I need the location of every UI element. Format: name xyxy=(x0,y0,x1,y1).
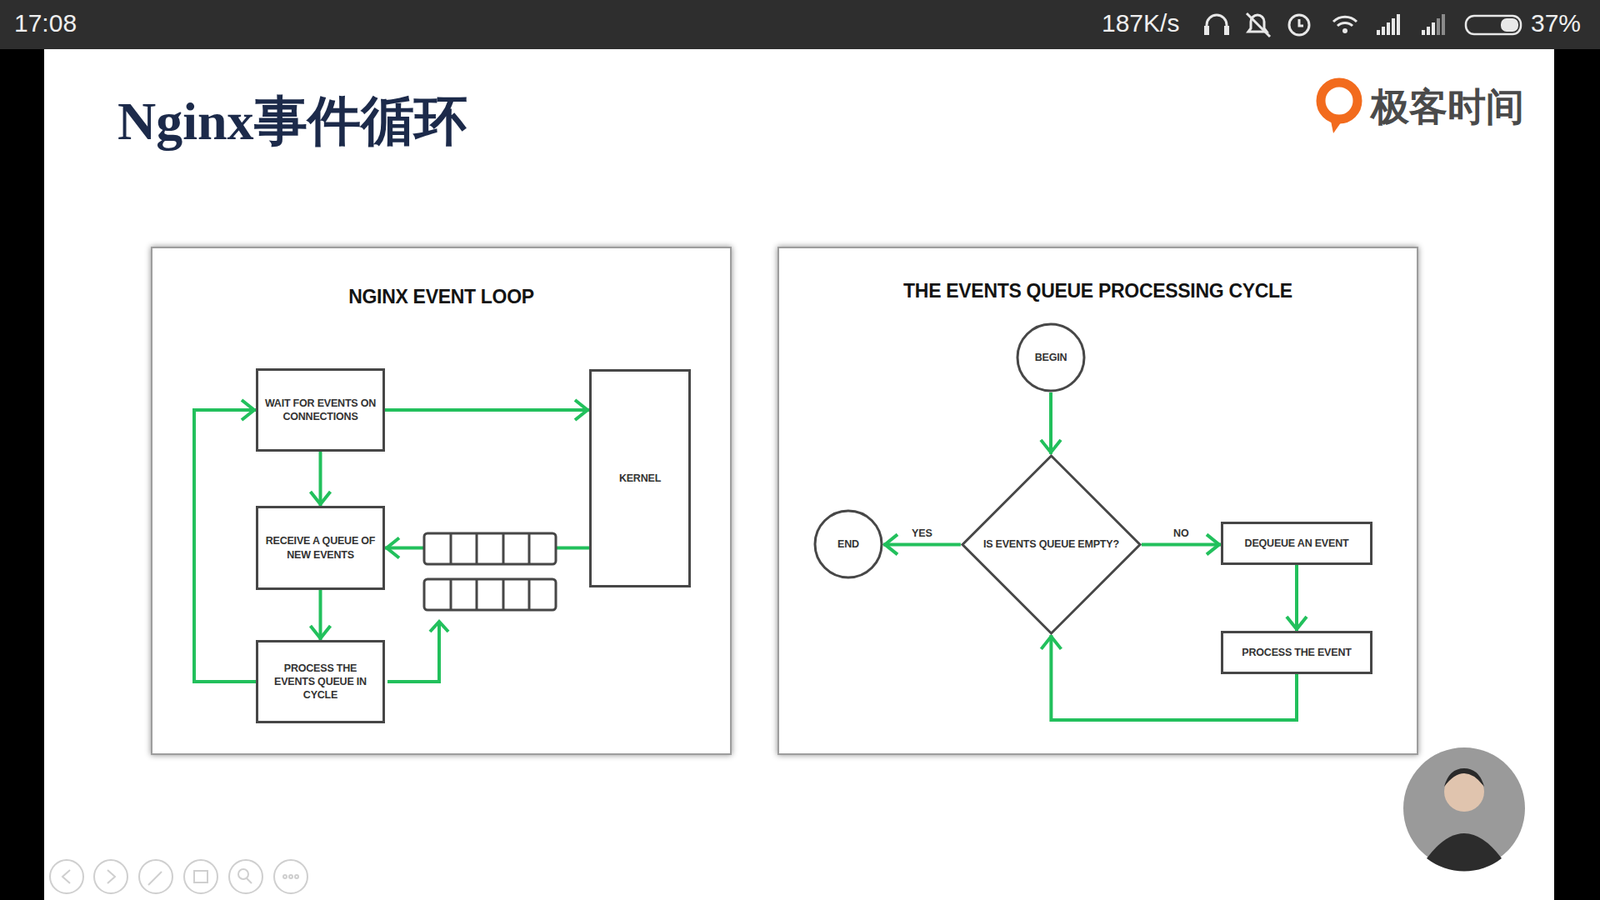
arrow-head xyxy=(1040,440,1061,453)
process-box: DEQUEUE AN EVENT xyxy=(1220,521,1373,565)
edge-label: NO xyxy=(1170,527,1192,540)
status-battery: 37% xyxy=(1530,9,1581,38)
slide-title-text: Nginx事件循环 xyxy=(117,91,468,151)
node-text-wrap: PROCESS THE EVENT xyxy=(1241,645,1351,660)
status-bar xyxy=(0,0,1600,50)
flow-line xyxy=(1049,392,1053,455)
flow-arrow xyxy=(1286,565,1307,631)
node-label: KERNEL xyxy=(619,471,661,485)
node-label: PROCESS THE EVENT xyxy=(1241,645,1351,660)
panel-title: NGINX EVENT LOOP xyxy=(152,285,730,309)
circle-border xyxy=(1017,324,1085,391)
flow-line xyxy=(1141,542,1221,546)
flow-line xyxy=(385,408,590,412)
node-label: BEGIN xyxy=(1035,350,1068,365)
logo-icon xyxy=(1320,82,1358,134)
status-time: 17:08 xyxy=(14,9,77,38)
flow-arrow xyxy=(310,451,331,506)
presenter-avatar xyxy=(1403,747,1525,872)
flow-line xyxy=(319,451,323,506)
flow-arrow xyxy=(194,400,256,682)
flow-arrow xyxy=(385,400,590,420)
process-box: PROCESS THE EVENT xyxy=(1220,630,1373,675)
node-text-wrap: KERNEL xyxy=(619,471,661,485)
enqueue-arrow xyxy=(387,621,449,682)
flow-arrow xyxy=(310,590,331,640)
flow-line xyxy=(1050,635,1297,720)
loop-panel: NGINX EVENT LOOP WAIT FOR EVENTS ON CONNE… xyxy=(150,246,732,755)
node-label: DEQUEUE AN EVENT xyxy=(1245,536,1350,550)
node-text-wrap: WAIT FOR EVENTS ON CONNECTIONS xyxy=(263,396,378,425)
node-label: IS EVENTS QUEUE EMPTY? xyxy=(983,537,1120,551)
kernel-box: KERNEL xyxy=(589,369,691,588)
arrow-head xyxy=(1286,616,1307,630)
arrow-head xyxy=(885,534,898,555)
node-label: WAIT FOR EVENTS ON CONNECTIONS xyxy=(263,396,378,425)
flow-arrow xyxy=(1040,635,1297,720)
flow-line xyxy=(194,410,256,682)
edge-label: YES xyxy=(909,527,935,540)
node-text-wrap: PROCESS THE EVENTS QUEUE IN CYCLE xyxy=(263,661,378,703)
circle-border xyxy=(815,510,882,578)
arrow-head xyxy=(241,400,255,420)
node-label: PROCESS THE EVENTS QUEUE IN CYCLE xyxy=(263,661,378,703)
player-toolbar xyxy=(50,860,308,894)
panel-title: THE EVENTS QUEUE PROCESSING CYCLE xyxy=(779,280,1417,303)
flow-line xyxy=(883,542,961,546)
arrow-head xyxy=(310,491,331,505)
arrow-head xyxy=(575,400,588,420)
node-text-wrap: RECEIVE A QUEUE OF NEW EVENTS xyxy=(263,534,378,562)
flow-arrow xyxy=(1040,392,1061,455)
status-icons xyxy=(0,0,1600,50)
start-circle: BEGIN xyxy=(1015,322,1086,393)
decision-diamond: IS EVENTS QUEUE EMPTY? xyxy=(960,454,1142,635)
slide-title: Nginx事件循环 xyxy=(117,85,468,158)
process-box: WAIT FOR EVENTS ON CONNECTIONS xyxy=(255,368,385,452)
arrow-head xyxy=(1206,534,1220,555)
process-box: RECEIVE A QUEUE OF NEW EVENTS xyxy=(255,505,385,590)
node-text-wrap: END xyxy=(837,537,860,551)
logo-text: 极客时间 xyxy=(1370,81,1525,134)
screen-margin xyxy=(1554,49,1600,900)
arrow-head xyxy=(1040,636,1061,650)
node-text-wrap: IS EVENTS QUEUE EMPTY? xyxy=(983,537,1120,551)
arrow-head xyxy=(386,538,400,559)
diamond-border xyxy=(962,455,1140,634)
flow-line xyxy=(1295,565,1299,631)
arrow-head xyxy=(310,625,331,639)
flow-line xyxy=(319,590,323,640)
node-text-wrap: DEQUEUE AN EVENT xyxy=(1245,536,1350,550)
node-text-wrap: BEGIN xyxy=(1035,350,1068,365)
cycle-panel: THE EVENTS QUEUE PROCESSING CYCLE BEGIN IS… xyxy=(777,246,1419,755)
node-label: END xyxy=(837,537,860,551)
status-speed: 187K/s xyxy=(1101,9,1180,38)
screen-margin xyxy=(0,49,45,900)
end-circle: END xyxy=(813,509,884,580)
node-label: RECEIVE A QUEUE OF NEW EVENTS xyxy=(263,534,378,562)
process-box: PROCESS THE EVENTS QUEUE IN CYCLE xyxy=(255,640,385,724)
